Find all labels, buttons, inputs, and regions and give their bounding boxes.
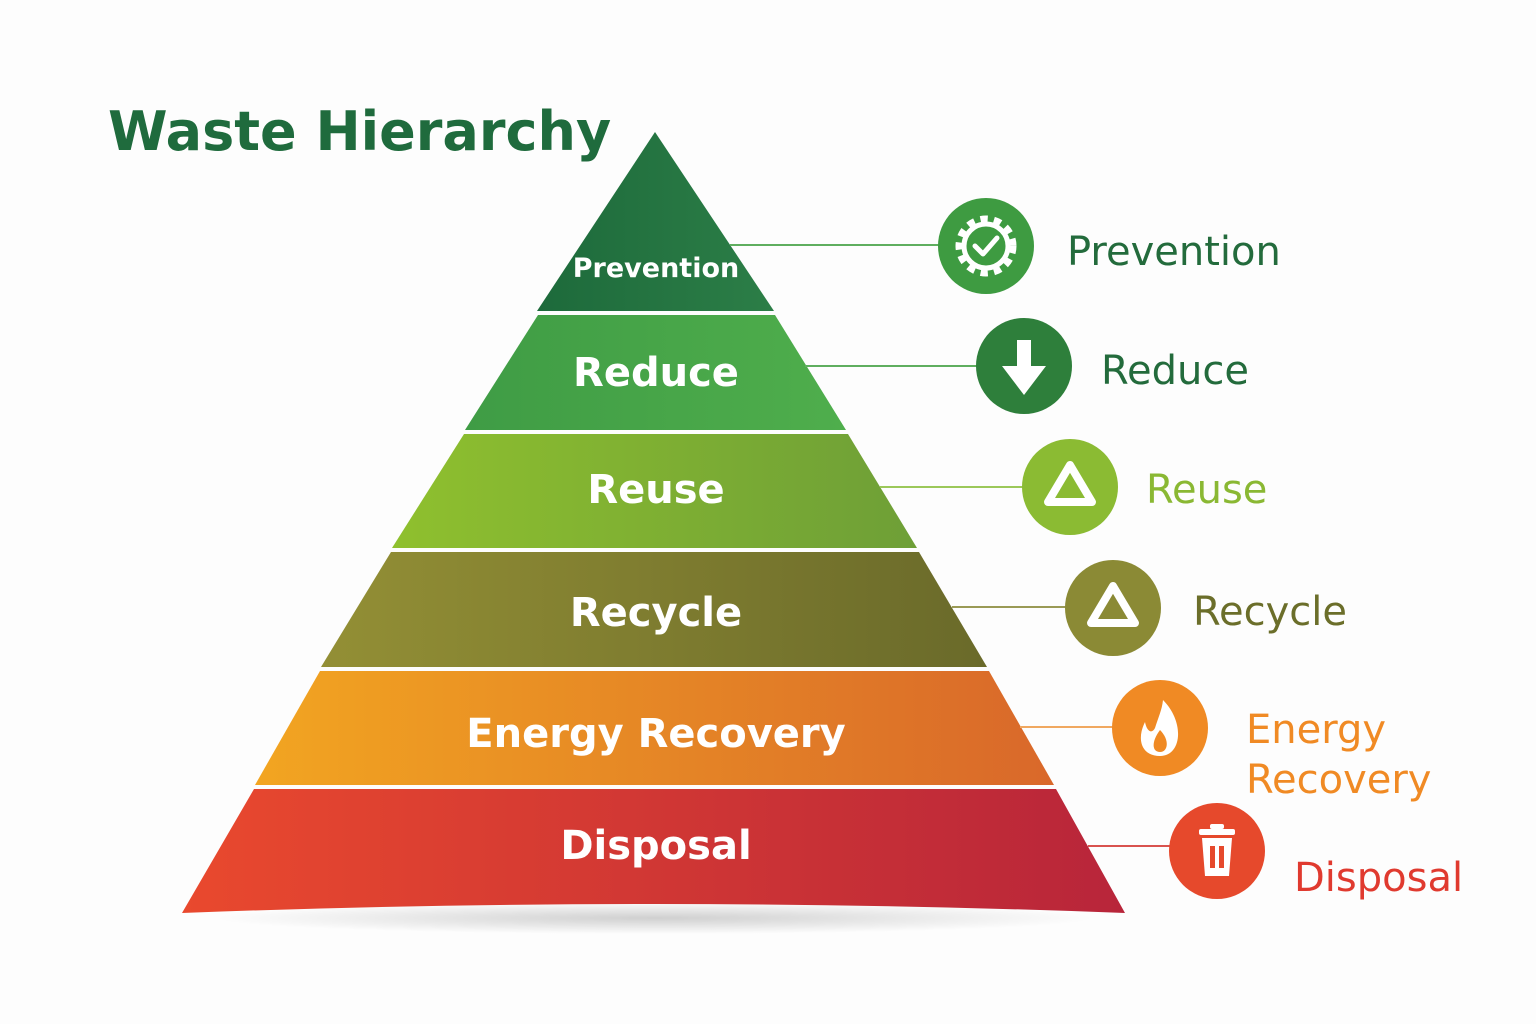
recycle-icon: [1022, 439, 1118, 535]
recycle-icon: [1065, 560, 1161, 656]
side-label-reuse: Reuse: [1146, 467, 1267, 513]
side-label-energy-line2: Recovery: [1246, 757, 1431, 803]
tier-label-reuse: Reuse: [587, 467, 724, 513]
tier-label-reduce: Reduce: [573, 350, 739, 396]
flame-icon: [1112, 680, 1208, 776]
tier-label-energy-recovery: Energy Recovery: [466, 711, 845, 757]
side-label-prevention: Prevention: [1067, 229, 1281, 275]
connectors: [730, 244, 1172, 847]
tier-prevention: [537, 132, 774, 311]
side-label-recycle: Recycle: [1193, 589, 1347, 635]
tier-reduce: [465, 315, 846, 430]
side-label-energy-line1: Energy: [1246, 707, 1386, 753]
pyramid: Prevention Reduce Reuse Recycle Energy R…: [182, 132, 1125, 913]
tier-disposal: [182, 789, 1125, 913]
trash-icon: [1169, 803, 1265, 899]
tier-reuse: [392, 434, 917, 548]
side-label-reduce: Reduce: [1101, 348, 1249, 394]
pyramid-shadow: [215, 902, 1095, 934]
tier-energy-recovery: [255, 671, 1054, 785]
arrow-down-icon: [976, 318, 1072, 414]
tier-label-prevention: Prevention: [573, 253, 739, 284]
diagram-title: Waste Hierarchy: [108, 100, 611, 163]
tier-label-disposal: Disposal: [560, 823, 751, 869]
side-label-disposal: Disposal: [1294, 855, 1463, 901]
tier-recycle: [321, 552, 987, 667]
tier-label-recycle: Recycle: [570, 590, 742, 636]
gear-check-icon: [938, 198, 1034, 294]
